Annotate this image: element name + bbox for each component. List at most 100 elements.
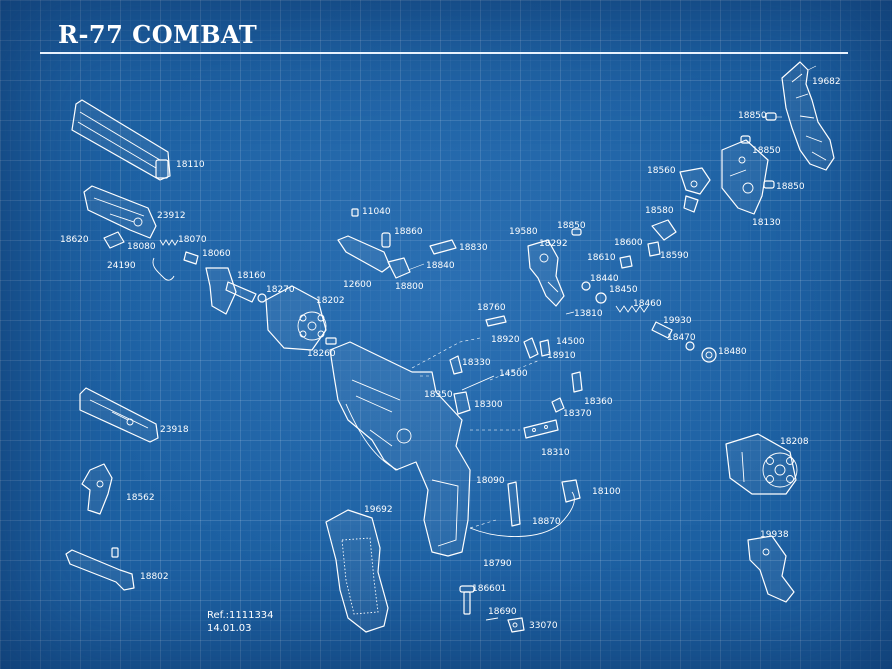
reference-date: 14.01.03 xyxy=(207,623,252,634)
label-18440: 18440 xyxy=(590,274,619,284)
label-18350: 18350 xyxy=(424,390,453,400)
label-19580: 19580 xyxy=(509,227,538,237)
part-18310-plate xyxy=(523,419,559,439)
part-18440-18450-washers xyxy=(581,281,607,304)
part-12600-cylinder-release xyxy=(337,235,411,279)
part-23918-frame-assembly xyxy=(79,387,159,443)
label-18850-a: 18850 xyxy=(738,111,767,121)
label-18330: 18330 xyxy=(462,358,491,368)
label-18850-d: 18850 xyxy=(557,221,586,231)
label-19930: 19930 xyxy=(663,316,692,326)
part-18760-part xyxy=(485,315,507,327)
label-24190: 24190 xyxy=(107,261,136,271)
label-18450: 18450 xyxy=(609,285,638,295)
label-18202: 18202 xyxy=(316,296,345,306)
label-23918: 23918 xyxy=(160,425,189,435)
part-18350-18300-parts xyxy=(453,391,471,415)
part-18560-hammer xyxy=(679,167,711,195)
reference-number: Ref.:1111334 xyxy=(207,610,274,621)
label-18130: 18130 xyxy=(752,218,781,228)
label-18610: 18610 xyxy=(587,253,616,263)
part-18070-spring xyxy=(159,239,179,246)
label-18110: 18110 xyxy=(176,160,205,170)
label-18800: 18800 xyxy=(395,282,424,292)
part-18270-washer xyxy=(257,293,267,303)
part-18850-trigger-screw xyxy=(571,228,582,236)
label-18790: 18790 xyxy=(483,559,512,569)
label-18760: 18760 xyxy=(477,303,506,313)
title-underline xyxy=(40,52,848,54)
drawing-title: R-77 COMBAT xyxy=(58,20,258,49)
label-19682: 19682 xyxy=(812,77,841,87)
assembly-lines-lower xyxy=(469,429,520,529)
label-18870: 18870 xyxy=(532,517,561,527)
label-23912: 23912 xyxy=(157,211,186,221)
part-11040-pin xyxy=(351,208,359,217)
part-18870-spring xyxy=(469,491,575,537)
label-11040: 11040 xyxy=(362,207,391,217)
part-19930-guide xyxy=(651,321,673,339)
label-18460: 18460 xyxy=(633,299,662,309)
part-18360-18370-parts xyxy=(551,371,583,413)
label-18860: 18860 xyxy=(394,227,423,237)
label-18910: 18910 xyxy=(547,351,576,361)
label-18470: 18470 xyxy=(667,333,696,343)
part-23912-frame-assembly xyxy=(83,185,157,239)
label-18260: 18260 xyxy=(307,349,336,359)
part-18208-cylinder xyxy=(725,433,798,495)
part-18690-pin xyxy=(485,617,499,621)
part-19682-grip-panel xyxy=(781,61,835,171)
label-18160: 18160 xyxy=(237,271,266,281)
label-18850-c: 18850 xyxy=(776,182,805,192)
part-14500-pin xyxy=(461,375,495,391)
label-18300: 18300 xyxy=(474,400,503,410)
label-18830: 18830 xyxy=(459,243,488,253)
drawing-reference: Ref.:1111334 14.01.03 xyxy=(207,609,274,635)
label-19938: 19938 xyxy=(760,530,789,540)
label-18590: 18590 xyxy=(660,251,689,261)
part-18580-hammer-strut xyxy=(683,195,699,213)
label-18920: 18920 xyxy=(491,335,520,345)
label-18850-b: 18850 xyxy=(752,146,781,156)
label-18562: 18562 xyxy=(126,493,155,503)
part-frame xyxy=(329,341,471,557)
part-186601-screw xyxy=(459,585,475,615)
label-19692: 19692 xyxy=(364,505,393,515)
part-18460-spring xyxy=(615,305,649,313)
label-18310: 18310 xyxy=(541,448,570,458)
part-19692-grip xyxy=(325,509,389,633)
part-18920-18910-parts xyxy=(523,337,551,359)
label-14500-b: 14500 xyxy=(499,369,528,379)
part-18090-bar xyxy=(507,481,521,527)
part-13810-pin xyxy=(565,311,575,315)
label-12600: 12600 xyxy=(343,280,372,290)
label-18370: 18370 xyxy=(563,409,592,419)
label-18100: 18100 xyxy=(592,487,621,497)
assembly-lines-upper xyxy=(411,337,541,381)
label-18070: 18070 xyxy=(178,235,207,245)
label-18080: 18080 xyxy=(127,242,156,252)
part-19938-trigger xyxy=(747,535,795,603)
part-18292-trigger-assembly xyxy=(527,239,565,307)
part-18202-cylinder xyxy=(265,285,327,351)
part-18130-side-plate xyxy=(721,139,769,215)
part-18100-part xyxy=(561,479,581,503)
label-14500-a: 14500 xyxy=(556,337,585,347)
part-33070-escutcheon xyxy=(507,617,525,633)
part-18860-screw xyxy=(381,232,391,248)
leader-18840 xyxy=(407,263,425,271)
part-18830-pin xyxy=(429,239,457,255)
part-18562-hammer xyxy=(81,463,113,515)
part-18160-crane xyxy=(205,267,257,315)
label-13810: 13810 xyxy=(574,309,603,319)
label-186601: 186601 xyxy=(472,584,506,594)
part-18330-spring-guide xyxy=(449,355,463,375)
label-33070: 33070 xyxy=(529,621,558,631)
label-18690: 18690 xyxy=(488,607,517,617)
label-18090: 18090 xyxy=(476,476,505,486)
part-18110-barrel xyxy=(71,99,171,181)
label-18270: 18270 xyxy=(266,285,295,295)
label-18208: 18208 xyxy=(780,437,809,447)
